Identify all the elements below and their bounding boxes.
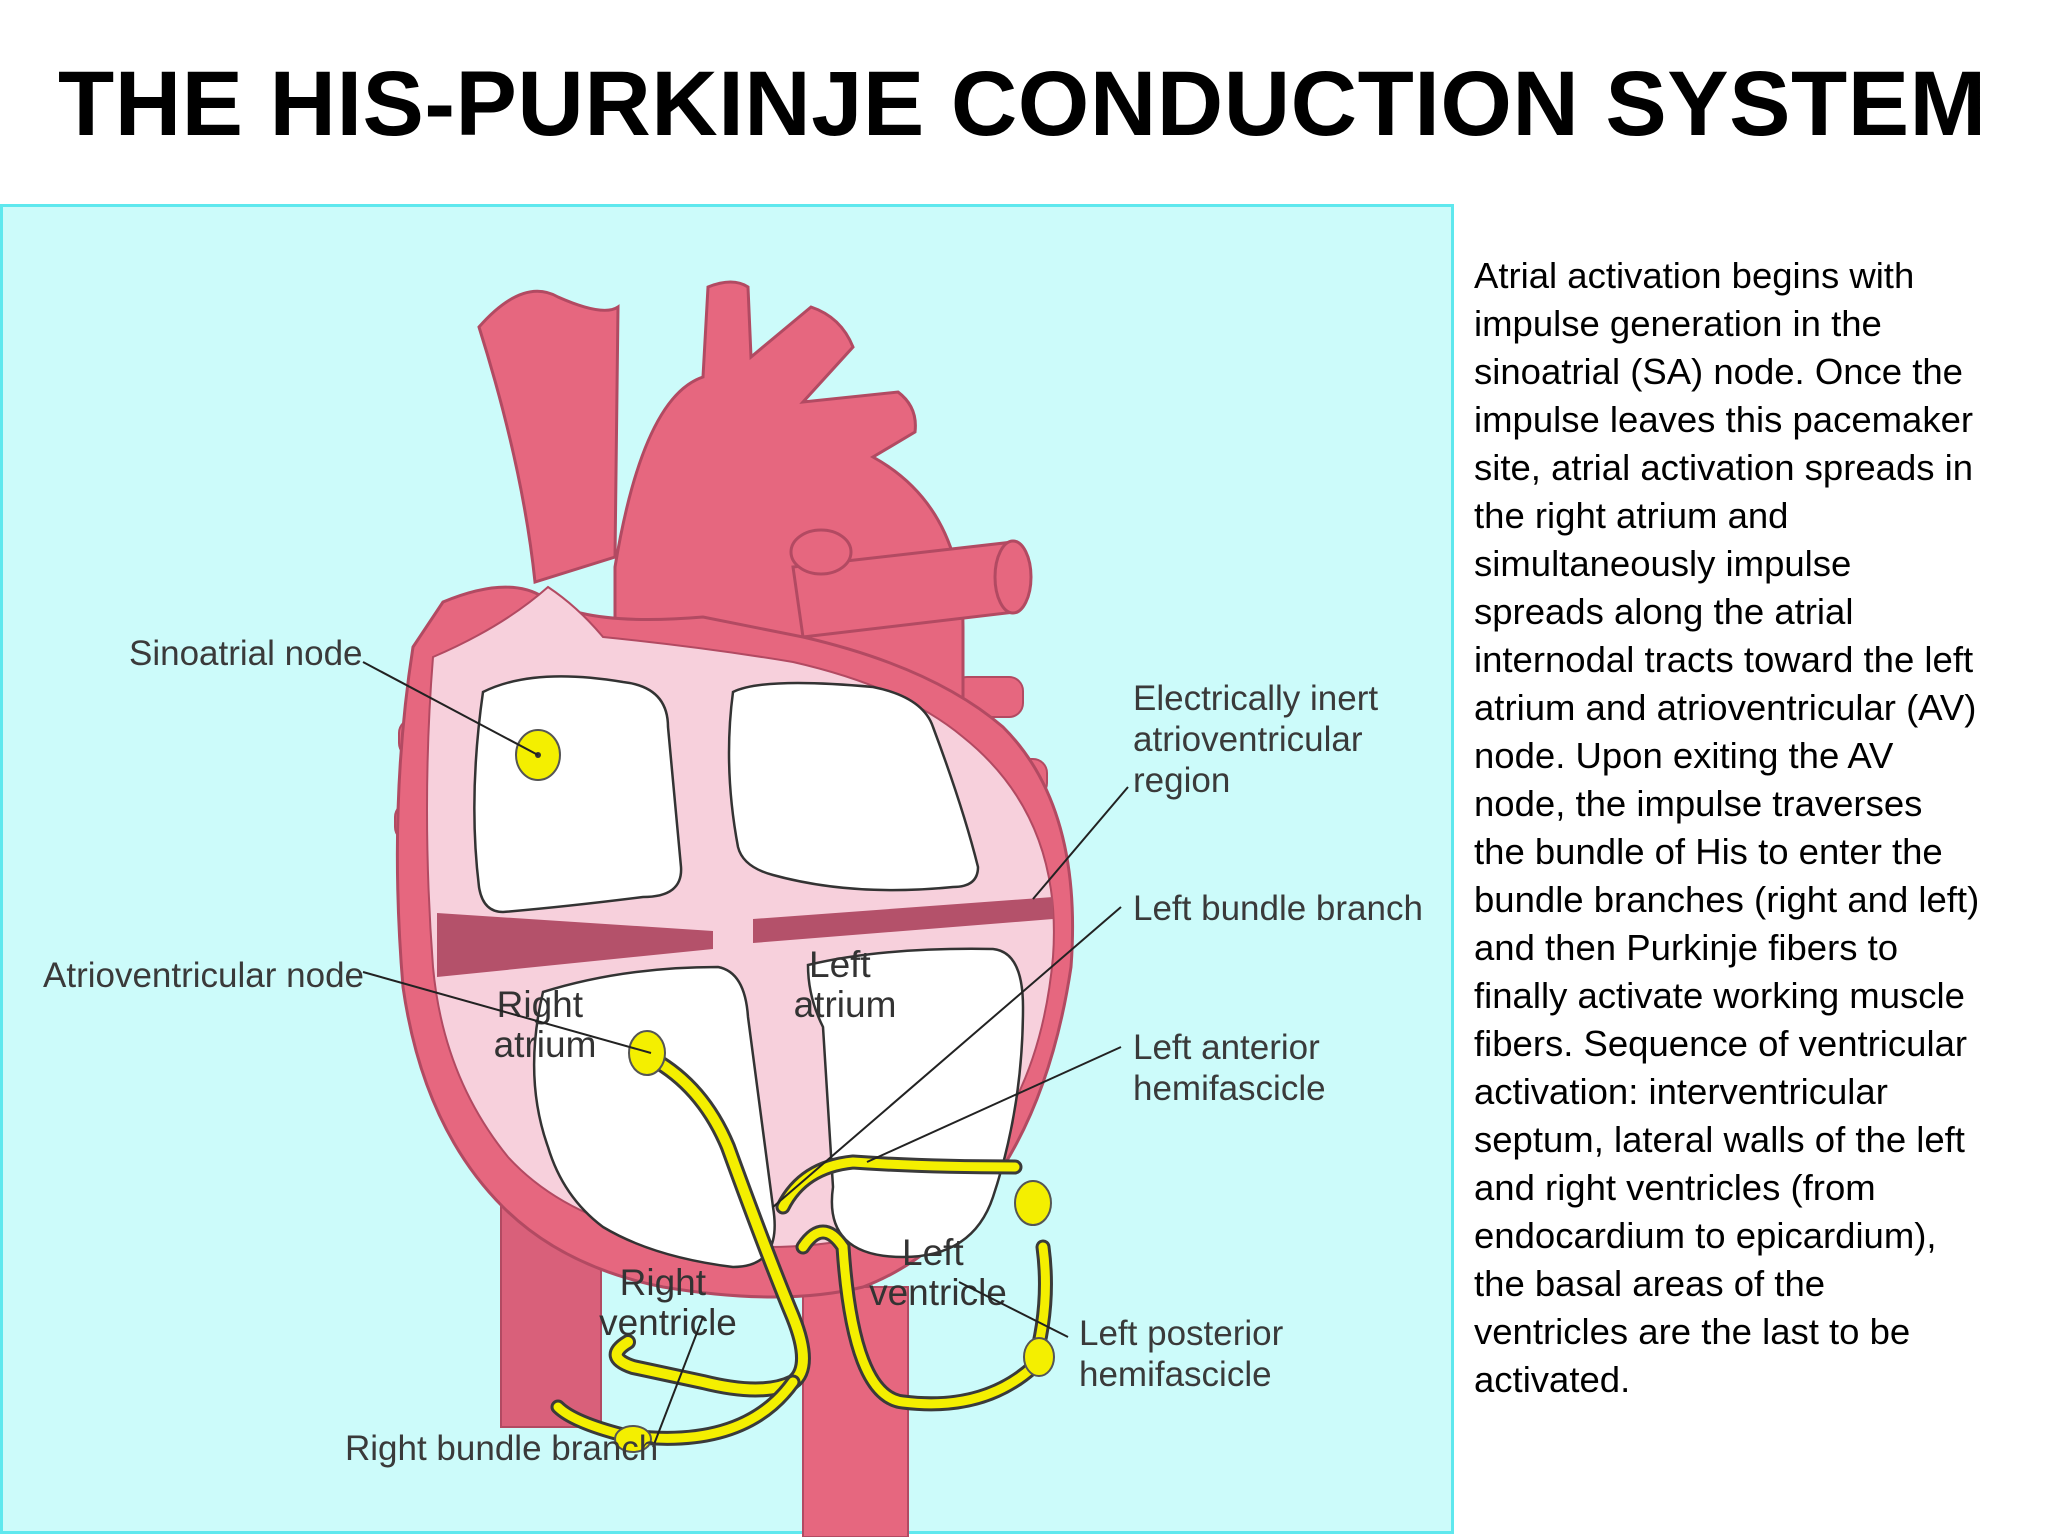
label-left-anterior-hemifascicle: Left anterior hemifascicle <box>1133 1028 1330 1108</box>
description-line: impulse leaves this pacemaker <box>1474 399 1974 440</box>
description-line: endocardium to epicardium), <box>1474 1215 1937 1256</box>
label-sinoatrial-node: Sinoatrial node <box>129 634 363 673</box>
description-line: the right atrium and <box>1474 495 1789 536</box>
pulmonary-trunk-bulge <box>789 528 853 576</box>
description-line: node, the impulse traverses <box>1474 783 1923 824</box>
label-right-ventricle: Right ventricle <box>599 1262 737 1343</box>
label-right-bundle-branch: Right bundle branch <box>345 1429 658 1468</box>
description-line: atrium and atrioventricular (AV) <box>1474 687 1977 728</box>
right-atrium-chamber <box>473 675 683 914</box>
description-line: Atrial activation begins with <box>1474 255 1915 296</box>
label-left-posterior-hemifascicle: Left posterior hemifascicle <box>1079 1314 1293 1394</box>
av-inert-band-right <box>437 913 713 977</box>
heart-diagram: Right atrium Left atrium Right ventricle… <box>43 280 1423 1537</box>
description-line: impulse generation in the <box>1474 303 1882 344</box>
description-line: sinoatrial (SA) node. Once the <box>1474 351 1963 392</box>
atrioventricular-node <box>628 1030 666 1076</box>
description-line: internodal tracts toward the left <box>1474 639 1974 680</box>
description-line: the bundle of His to enter the <box>1474 831 1943 872</box>
description-line: finally activate working muscle <box>1474 975 1965 1016</box>
leader-lines <box>362 661 1129 1448</box>
label-left-atrium: Left atrium <box>794 944 897 1025</box>
left-ventricle-chamber <box>806 947 1025 1259</box>
description-line: activated. <box>1474 1359 1631 1400</box>
description-line: the basal areas of the <box>1474 1263 1826 1304</box>
label-left-bundle-branch: Left bundle branch <box>1133 889 1423 928</box>
description-line: spreads along the atrial <box>1474 591 1854 632</box>
description-line: ventricles are the last to be <box>1474 1311 1911 1352</box>
left-atrium-chamber <box>727 681 980 892</box>
right-ventricle-chamber <box>532 965 776 1269</box>
superior-vena-cava <box>477 289 620 584</box>
label-left-ventricle: Left ventricle <box>869 1232 1007 1313</box>
label-atrioventricular-node: Atrioventricular node <box>43 956 364 995</box>
heart-diagram-panel: Right atrium Left atrium Right ventricle… <box>0 204 1454 1537</box>
anterior-fascicle-end <box>1014 1180 1052 1226</box>
posterior-fascicle-end <box>1023 1337 1055 1377</box>
page-title: THE HIS-PURKINJE CONDUCTION SYSTEM <box>58 53 1987 155</box>
description-line: and right ventricles (from <box>1474 1167 1876 1208</box>
av-inert-band-left <box>753 897 1053 943</box>
description-line: bundle branches (right and left) <box>1474 879 1980 920</box>
description-line: activation: interventricular <box>1474 1071 1888 1112</box>
description-line: septum, lateral walls of the left <box>1474 1119 1965 1160</box>
description-text: Atrial activation begins with impulse ge… <box>1474 252 2044 1404</box>
description-line: site, atrial activation spreads in <box>1474 447 1974 488</box>
description-line: fibers. Sequence of ventricular <box>1474 1023 1968 1064</box>
description-line: simultaneously impulse <box>1474 543 1852 584</box>
description-line: and then Purkinje fibers to <box>1474 927 1899 968</box>
label-right-atrium: Right atrium <box>494 984 597 1065</box>
label-electrically-inert-region: Electrically inert atrioventricular regi… <box>1133 679 1388 800</box>
description-line: node. Upon exiting the AV <box>1474 735 1894 776</box>
right-bundle-end <box>614 1425 652 1453</box>
